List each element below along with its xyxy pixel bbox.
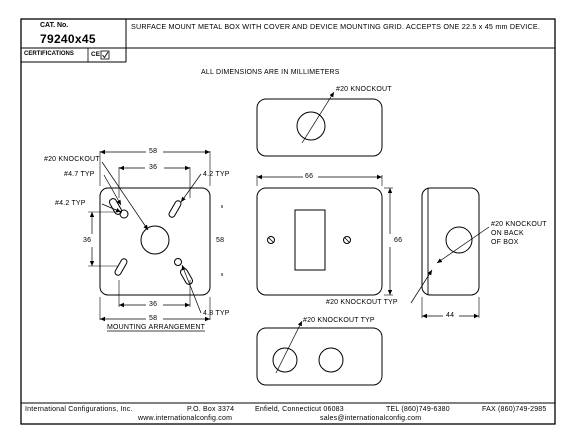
hole-42-right-label: 4.2 TYP <box>203 171 230 178</box>
top-knockout-label: #20 KNOCKOUT <box>336 86 392 93</box>
dim-58-right: 58 <box>216 237 225 244</box>
footer-email[interactable]: sales@internationalconfig.com <box>320 415 422 422</box>
screw-right <box>343 236 351 244</box>
front-knockout-typ-label: #20 KNOCKOUT TYP <box>326 299 398 306</box>
footer-website[interactable]: www.internationalconfig.com <box>138 415 233 422</box>
bottom-knockout-left <box>272 347 298 373</box>
bottom-knockout-right <box>318 347 344 373</box>
dim-36-top: 36 <box>149 164 158 171</box>
top-view <box>256 91 383 157</box>
footer-city: Enfield, Connecticut 06083 <box>255 406 344 413</box>
screw-left <box>267 236 275 244</box>
hole-48-label: 4.8 TYP <box>203 310 230 317</box>
front-dim-66-width: 66 <box>305 173 314 180</box>
hole-48 <box>174 258 182 266</box>
dim-36-left: 36 <box>83 237 92 244</box>
bottom-knockout-typ-label: #20 KNOCKOUT TYP <box>303 317 375 324</box>
footer-company: International Configurations, Inc. <box>25 406 133 413</box>
dim-36-bottom: 36 <box>149 301 158 308</box>
back-knockout-line3: OF BOX <box>491 239 519 246</box>
mount-knockout-label: #20 KNOCKOUT <box>44 156 100 163</box>
product-description: SURFACE MOUNT METAL BOX WITH COVER AND D… <box>131 22 541 31</box>
dimensions-note: ALL DIMENSIONS ARE IN MILLIMETERS <box>201 69 340 76</box>
mounting-arrangement <box>88 149 223 332</box>
top-knockout <box>296 111 326 141</box>
sheet-border <box>20 18 556 425</box>
device-opening <box>294 209 326 271</box>
cat-label: CAT. No. <box>40 22 69 29</box>
back-knockout <box>445 226 473 254</box>
ce-checkbox <box>100 50 110 60</box>
back-knockout-line1: #20 KNOCKOUT <box>491 221 547 228</box>
front-view <box>256 174 393 296</box>
bottom-view <box>256 320 383 386</box>
footer-tel: TEL (860)749-6380 <box>386 406 450 413</box>
hole-47-label: #4.7 TYP <box>64 171 95 178</box>
front-dim-66-height: 66 <box>394 237 403 244</box>
center-knockout <box>140 225 170 255</box>
hole-42-left-label: #4.2 TYP <box>55 200 86 207</box>
dim-58-bottom: 58 <box>149 315 158 322</box>
footer-fax: FAX (860)749-2985 <box>482 406 547 413</box>
ce-mark: CE <box>91 51 101 58</box>
hole-47 <box>119 209 129 219</box>
back-knockout-line2: ON BACK <box>491 230 524 237</box>
certifications-label: CERTIFICATIONS <box>24 51 74 57</box>
mounting-caption: MOUNTING ARRANGEMENT <box>107 324 206 331</box>
side-view <box>421 187 490 319</box>
cat-number: 79240x45 <box>40 32 96 46</box>
ce-check-icon <box>102 51 109 59</box>
dim-58-top: 58 <box>149 148 158 155</box>
footer-po-box: P.O. Box 3374 <box>187 406 235 413</box>
side-dim-44: 44 <box>446 312 455 319</box>
